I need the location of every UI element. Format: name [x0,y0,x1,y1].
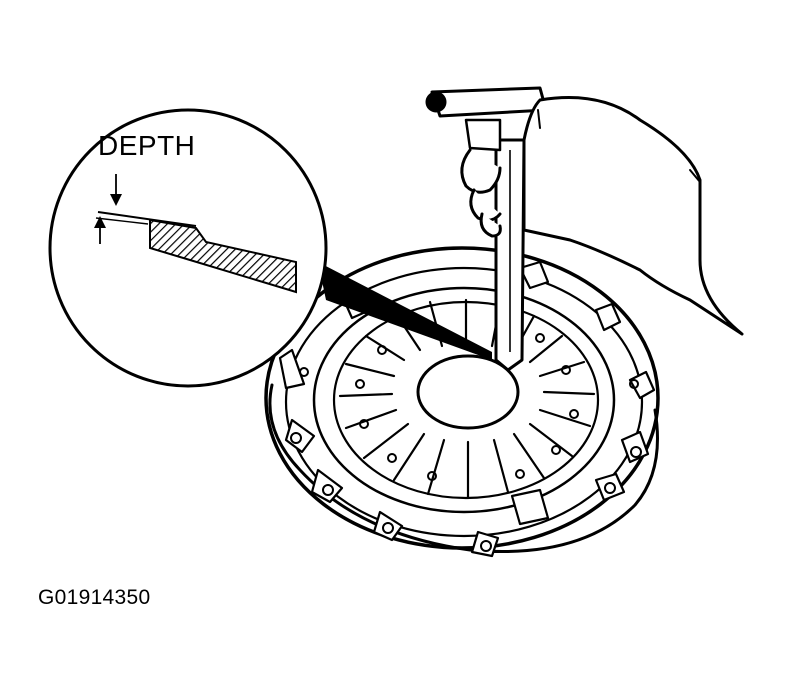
magnified-detail-icon [48,108,328,388]
depth-label: DEPTH [98,130,196,161]
hand-icon [460,96,744,336]
vernier-caliper-icon [425,86,548,372]
magnifier-pointer [318,262,492,360]
clutch-pressure-plate-icon [264,246,660,558]
figure-code: G01914350 [38,586,151,609]
